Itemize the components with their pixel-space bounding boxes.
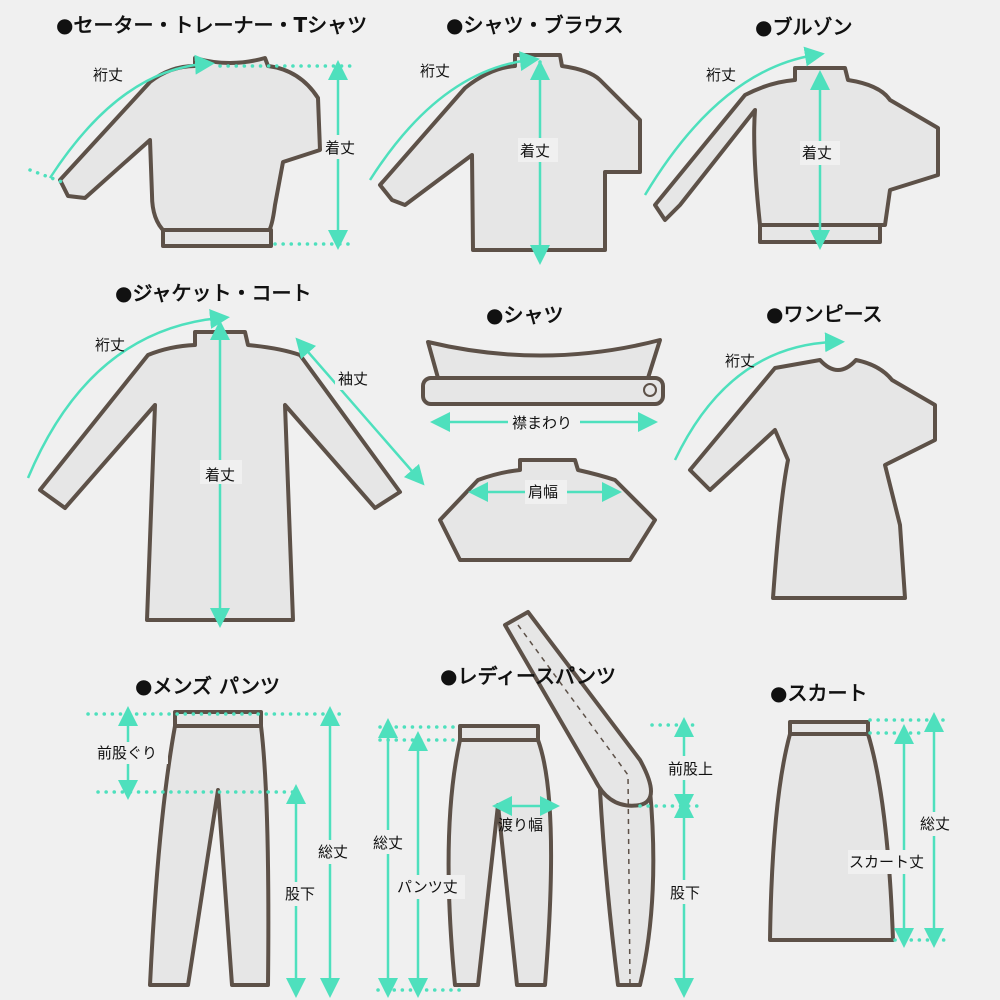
skirt-total-label: 総丈 [920,815,950,833]
sweater-kitake-label: 着丈 [325,139,355,157]
onepiece-diagram: ●ワンピース 裄丈 [673,302,937,600]
jacket-kitake-label: 着丈 [205,466,235,484]
jacket-yuki-label: 裄丈 [95,336,125,354]
shirt-blouse-yuki-label: 裄丈 [420,62,450,80]
skirt-diagram: ●スカート スカート丈 総丈 [768,681,958,948]
sweater-yuki-label: 裄丈 [93,66,123,84]
blouson-kitake-label: 着丈 [802,144,832,162]
mens-pants-total-label: 総丈 [318,843,348,861]
jacket-diagram: ●ジャケット・コート 裄丈 着丈 袖丈 [26,281,425,628]
ladies-pants-length-label: パンツ丈 [397,878,458,896]
blouson-title: ●ブルゾン [755,15,852,39]
sweater-diagram: ●セーター・トレーナー・Tシャツ 裄丈 着丈 [28,13,367,250]
blouson-yuki-label: 裄丈 [706,66,736,84]
shirt-blouse-kitake-label: 着丈 [520,142,550,160]
ladies-pants-thigh-label: 渡り幅 [498,816,543,834]
shirt-diagram: ●シャツ 襟まわり 肩幅 [421,303,665,562]
shirt-blouse-diagram: ●シャツ・ブラウス 裄丈 着丈 [368,13,642,265]
mens-pants-inseam-label: 股下 [285,885,315,903]
shirt-shoulder-label: 肩幅 [528,483,558,501]
shirt-title: ●シャツ [486,303,563,327]
ladies-pants-rise-label: 前股上 [668,760,713,778]
onepiece-yuki-label: 裄丈 [725,352,755,370]
jacket-sodetake-label: 袖丈 [338,370,368,388]
skirt-length-label: スカート丈 [849,853,924,871]
ladies-pants-inseam-label: 股下 [670,884,700,902]
ladies-pants-diagram: ●レディースパンツ 総丈 パンツ丈 渡り幅 前股上 股下 [372,610,723,998]
jacket-title: ●ジャケット・コート [115,281,311,305]
onepiece-title: ●ワンピース [766,302,882,326]
blouson-diagram: ●ブルゾン 裄丈 着丈 [643,15,940,250]
mens-pants-diagram: ●メンズ パンツ 前股ぐり 股下 総丈 [86,674,356,998]
skirt-title: ●スカート [770,681,867,705]
ladies-pants-title: ●レディースパンツ [440,664,616,688]
sweater-title: ●セーター・トレーナー・Tシャツ [56,13,367,37]
mens-pants-rise-label: 前股ぐり [97,744,157,762]
shirt-collar-label: 襟まわり [512,414,572,432]
mens-pants-title: ●メンズ パンツ [135,674,280,698]
ladies-pants-total-label: 総丈 [373,834,403,852]
shirt-blouse-title: ●シャツ・ブラウス [446,13,623,37]
